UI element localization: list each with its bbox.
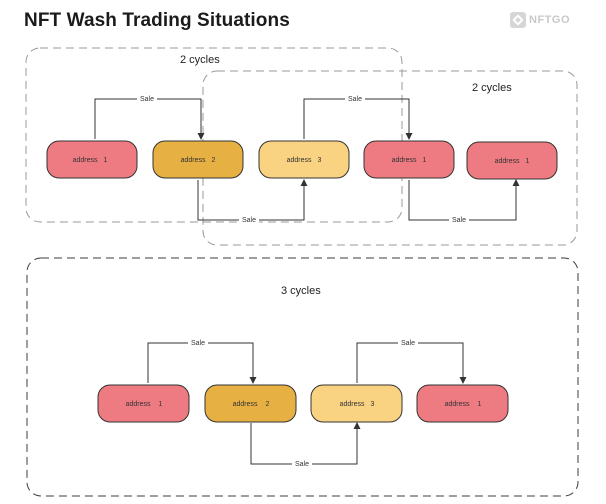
address-node: address 1 [416, 384, 509, 423]
sale-label: Sale [191, 340, 205, 347]
page-title: NFT Wash Trading Situations [24, 10, 290, 31]
svg-text:address 3: address 3 [287, 157, 322, 164]
sale-label-bg [398, 338, 418, 348]
address-node: address 1 [466, 141, 558, 180]
address-label: address [392, 157, 417, 164]
cycle-group-label: 2 cycles [472, 82, 512, 94]
sale-label-bg [188, 338, 208, 348]
address-node: address 1 [97, 384, 190, 423]
sale-arrow [197, 179, 308, 221]
sale-label: Sale [452, 217, 466, 224]
svg-text:address 2: address 2 [181, 157, 216, 164]
nftgo-logo: NFTGO [510, 12, 570, 28]
sale-label: Sale [242, 217, 256, 224]
sale-arrow [356, 342, 467, 384]
address-node: address 1 [46, 140, 138, 179]
sale-label-bg [239, 215, 259, 225]
sale-arrow [250, 422, 361, 465]
address-node: address 1 [363, 140, 455, 179]
svg-text:address 1: address 1 [126, 401, 163, 408]
address-node: address 2 [204, 384, 297, 423]
svg-text:address 1: address 1 [495, 158, 530, 165]
svg-text:address 2: address 2 [233, 401, 270, 408]
sale-arrow [147, 342, 257, 384]
address-number: 2 [211, 157, 215, 164]
cycle-group-label: 3 cycles [281, 285, 321, 297]
address-label: address [340, 401, 365, 408]
sale-label: Sale [140, 96, 154, 103]
svg-text:address 1: address 1 [73, 157, 108, 164]
address-label: address [126, 401, 151, 408]
sale-arrow [303, 98, 413, 140]
sale-label-bg [137, 94, 157, 104]
address-number: 2 [265, 401, 269, 408]
address-node: address 3 [258, 140, 350, 179]
address-number: 3 [317, 157, 321, 164]
cycle-group-box [26, 257, 579, 497]
nftgo-logo-icon [510, 12, 526, 28]
sale-label: Sale [295, 461, 309, 468]
sale-arrow [408, 179, 520, 221]
sale-label: Sale [401, 340, 415, 347]
address-label: address [495, 158, 520, 165]
address-number: 1 [525, 158, 529, 165]
svg-text:address 1: address 1 [392, 157, 427, 164]
cycle-group-label: 2 cycles [180, 54, 220, 66]
sale-label-bg [449, 215, 469, 225]
svg-text:address 3: address 3 [340, 401, 375, 408]
address-node: address 2 [152, 140, 244, 179]
sale-arrow [94, 98, 205, 140]
address-number: 1 [103, 157, 107, 164]
address-label: address [233, 401, 258, 408]
logo-text: NFTGO [529, 14, 570, 26]
address-number: 1 [158, 401, 162, 408]
sale-label-bg [345, 94, 365, 104]
address-label: address [445, 401, 470, 408]
address-label: address [181, 157, 206, 164]
address-node: address 3 [310, 384, 403, 423]
cycle-group-box [25, 47, 403, 223]
address-number: 1 [422, 157, 426, 164]
sale-label: Sale [348, 96, 362, 103]
sale-label-bg [292, 459, 312, 469]
address-number: 1 [477, 401, 481, 408]
address-label: address [287, 157, 312, 164]
address-label: address [73, 157, 98, 164]
address-number: 3 [370, 401, 374, 408]
svg-text:address 1: address 1 [445, 401, 482, 408]
